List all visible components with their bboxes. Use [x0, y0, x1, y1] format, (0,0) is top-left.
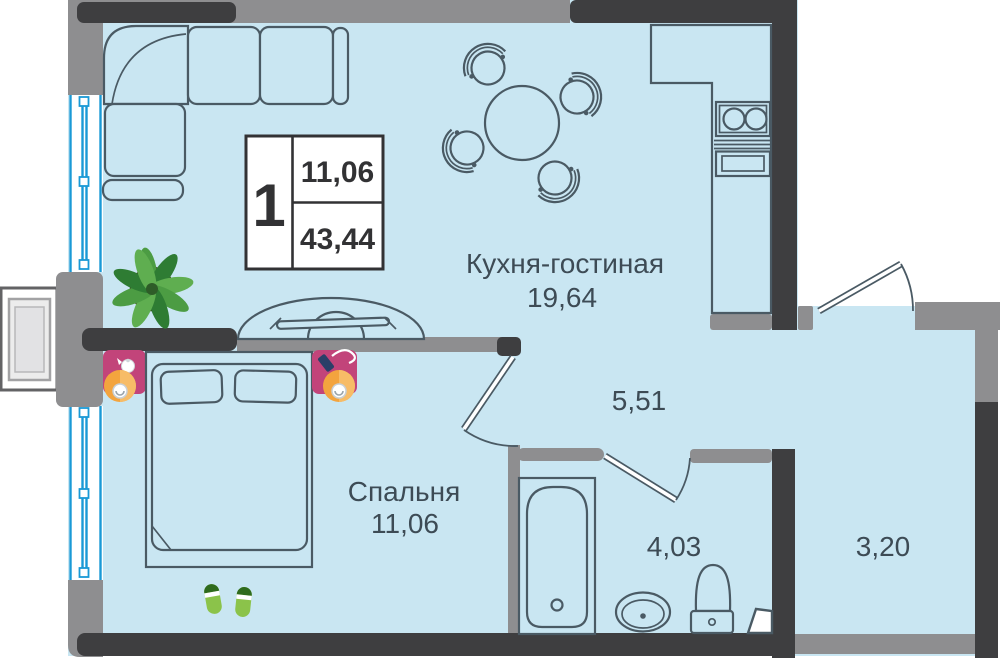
room-label-kitchen-living-area: 19,64 — [527, 282, 597, 313]
legend-rooms-count: 1 — [252, 172, 285, 239]
room-label-bathroom-area: 4,03 — [647, 531, 702, 562]
chair-icon — [441, 128, 485, 174]
oven-icon — [714, 150, 772, 178]
legend-living-area: 11,06 — [301, 156, 374, 189]
bathroom-door — [603, 453, 691, 503]
pillow-icon — [159, 369, 224, 405]
chair-icon — [559, 71, 603, 118]
kitchen-counter-icon — [649, 23, 773, 315]
window-left-lower — [69, 406, 103, 580]
chair-icon — [462, 42, 507, 86]
ac-unit-icon — [0, 286, 59, 392]
nightstand-right-icon — [312, 349, 357, 402]
pillow-icon — [233, 369, 298, 404]
room-label-hallway-area: 5,51 — [612, 385, 667, 416]
walls-dark — [77, 0, 998, 658]
bathtub-icon — [517, 476, 597, 636]
corner-shelf-icon — [746, 607, 774, 635]
room-label-entry-area: 3,20 — [856, 531, 911, 562]
washbasin-icon — [614, 591, 672, 633]
room-label-kitchen-living-name: Кухня-гостиная — [466, 248, 664, 279]
phone-icon — [318, 354, 334, 372]
stove-icon — [714, 100, 772, 138]
legend-total-area: 43,44 — [300, 223, 375, 256]
bedroom-door — [461, 355, 519, 447]
entrance-door — [817, 260, 914, 315]
table-lamp-icon — [104, 370, 136, 402]
nightstand-left-icon — [103, 350, 146, 402]
dining-table-icon — [483, 84, 561, 162]
vanity-table-icon — [236, 296, 426, 341]
slippers-icon — [204, 584, 252, 617]
chair-icon — [537, 160, 581, 204]
room-label-bedroom-name: Спальня — [348, 476, 461, 507]
legend-card: 1 11,06 43,44 — [244, 134, 385, 271]
bed-icon — [144, 350, 314, 569]
corner-sofa-icon — [101, 24, 350, 202]
plant-icon — [112, 247, 194, 329]
toilet-icon — [689, 563, 735, 635]
window-left-upper — [69, 95, 103, 272]
table-lamp-icon — [323, 370, 355, 402]
cable-icon — [331, 349, 356, 365]
room-label-bedroom-area: 11,06 — [371, 508, 439, 539]
